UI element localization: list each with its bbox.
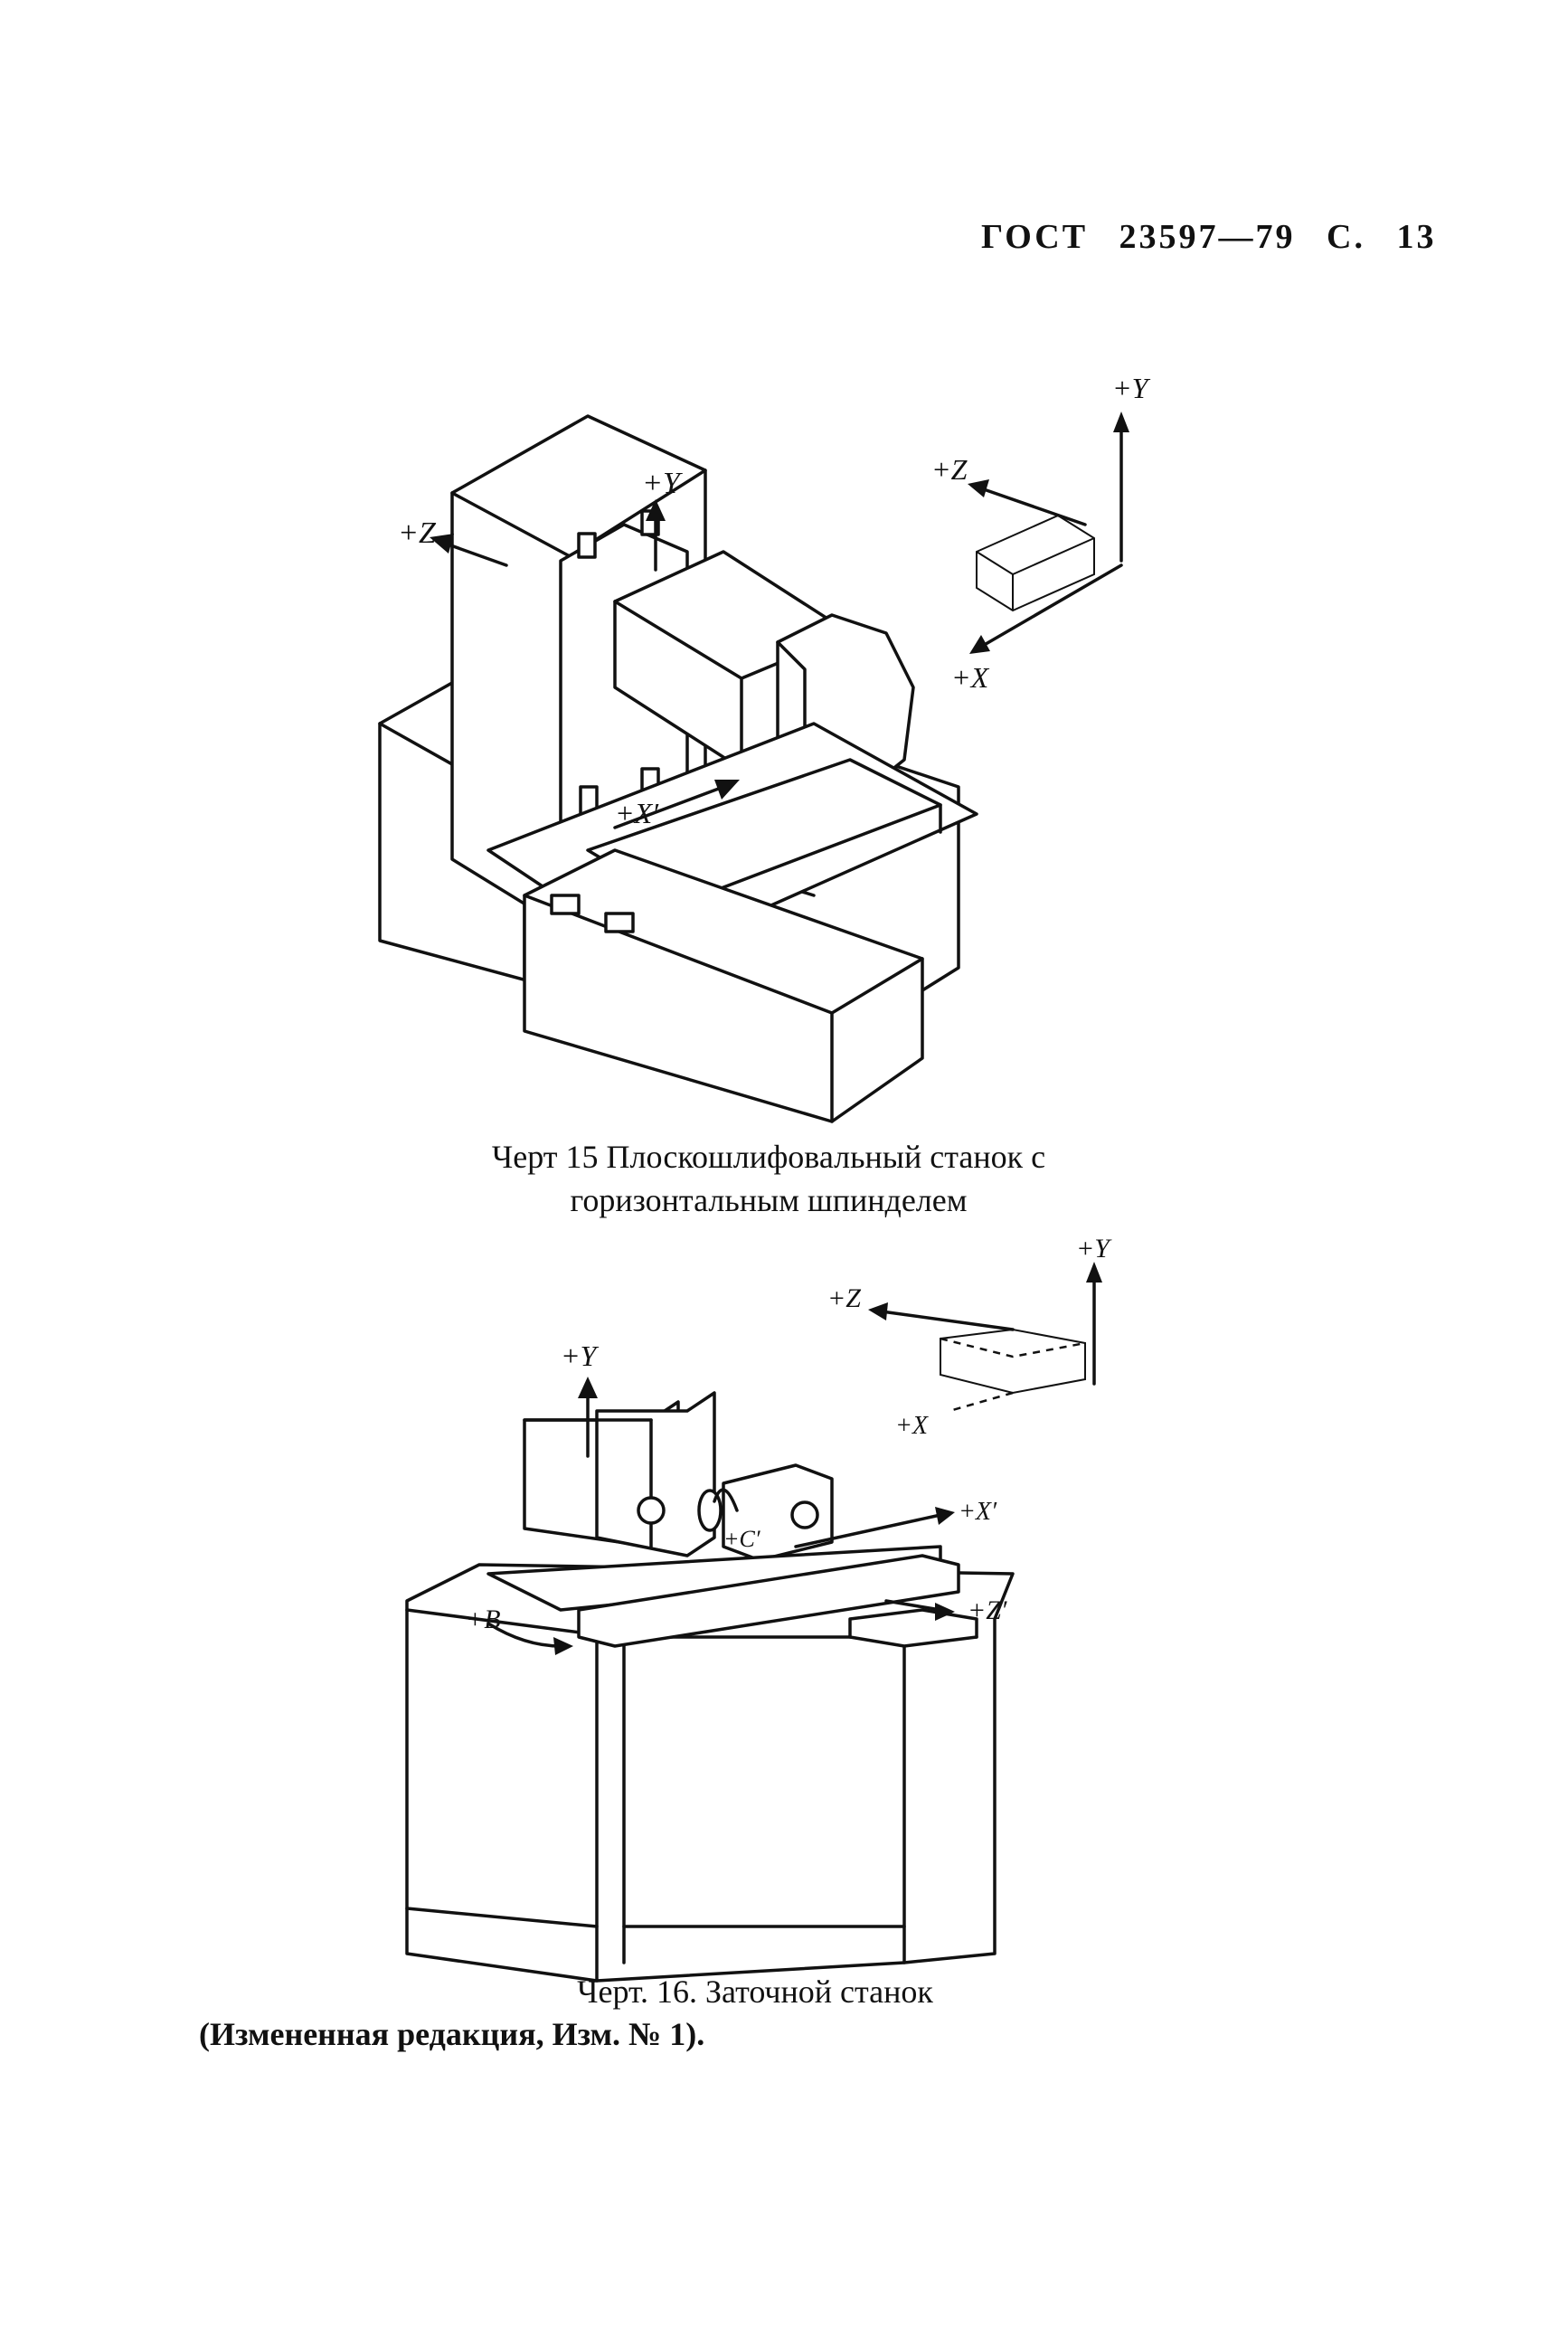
figure-16-drawing: +Y +B +C′ +X′ +Z′ +Y +Z +X (405, 1239, 1112, 1983)
axis-label-x: +X (895, 1412, 929, 1440)
table-slide (577, 1554, 960, 1648)
axis-label-z: +Z (827, 1283, 861, 1313)
figure-15-caption-line2: горизонтальным шпинделем (570, 1182, 968, 1218)
coordinate-box (940, 1328, 1086, 1395)
axis-label-y: +Y (1112, 372, 1151, 404)
workhead (722, 1463, 834, 1562)
cross-slide (848, 1608, 978, 1648)
z-motion-arrow (441, 541, 508, 567)
figure-15-caption-line1: Черт 15 Плоскошлифовальный станок с (491, 1139, 1046, 1175)
axis-z-arrow (979, 487, 1087, 526)
revision-note: (Измененная редакция, Изм. № 1). (199, 2016, 705, 2052)
axis-label-y: +Y (1076, 1239, 1112, 1264)
label-b: +B (466, 1604, 501, 1634)
figure-16-caption: Черт. 16. Заточной станок (577, 1974, 933, 2010)
label-x-prime: +X′ (959, 1498, 997, 1526)
figure-15-surface-grinder: +Z +Y +X′ +Y +Z +X (344, 344, 1248, 1140)
z-prime-motion-arrow (884, 1599, 942, 1612)
standard-number: 23597—79 (1119, 218, 1296, 256)
axis-label-z: +Z (931, 453, 968, 486)
label-y: +Y (561, 1339, 600, 1372)
axis-label-x: +X (951, 661, 990, 694)
figure-16-tool-grinder: +Y +B +C′ +X′ +Z′ +Y +Z +X (380, 1239, 1284, 2017)
x-prime-motion-arrow (613, 785, 725, 829)
x-prime-motion-arrow (794, 1513, 942, 1548)
figure-15-drawing: +Z +Y +X′ +Y +Z +X (378, 372, 1151, 1123)
c-rotation-arrow (713, 1488, 739, 1512)
label-c-prime: +C′ (723, 1526, 760, 1552)
page-number: 13 (1396, 218, 1437, 256)
label-y: +Y (642, 467, 683, 500)
page-header: ГОСТ 23597—79 С. 13 (981, 217, 1451, 257)
label-z-prime: +Z′ (968, 1595, 1007, 1625)
b-rotation-arrow (486, 1622, 562, 1648)
page-label: С. (1327, 218, 1365, 256)
axis-x-arrow (979, 563, 1123, 648)
standard-code: ГОСТ (981, 218, 1089, 256)
label-x-prime: +X′ (615, 797, 659, 829)
figure-15-caption: Черт 15 Плоскошлифовальный станок с гори… (398, 1135, 1139, 1222)
axis-z-arrow (880, 1310, 1015, 1331)
axis-x-arrow (949, 1391, 1014, 1413)
label-z: +Z (398, 516, 437, 550)
